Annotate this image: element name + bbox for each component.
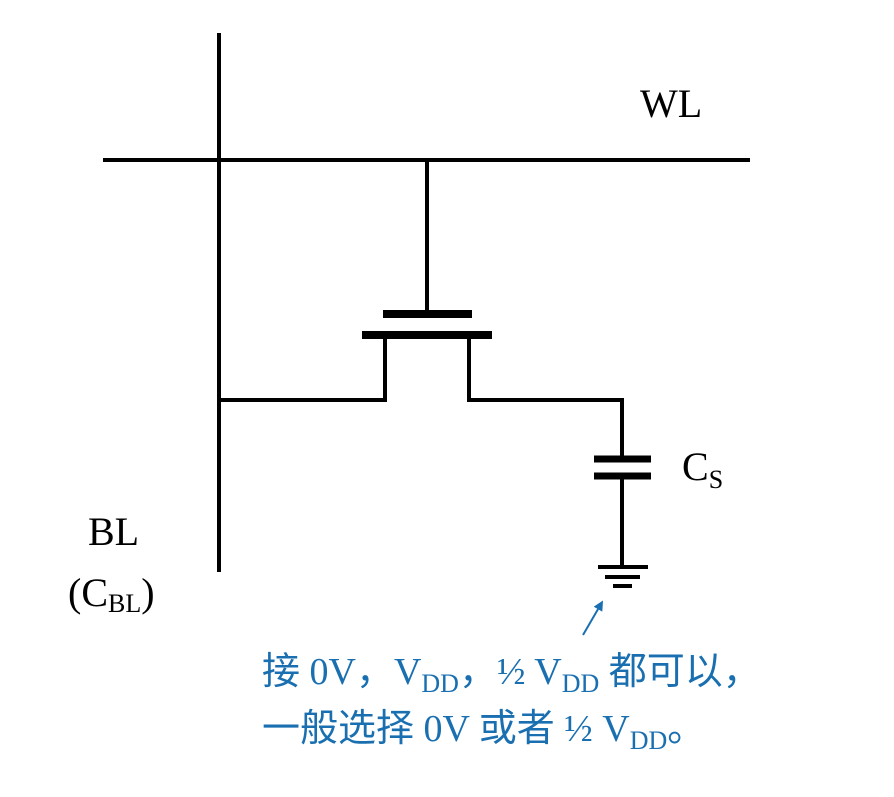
bitline-label: BL — [88, 509, 139, 554]
wordline-label: WL — [640, 81, 702, 126]
annotation-arrow — [582, 600, 604, 636]
ground-icon — [598, 565, 648, 588]
annotation-line-1: 接 0V，VDD，½ VDD 都可以， — [262, 651, 761, 698]
storage-capacitor-label: CS — [682, 444, 723, 494]
annotation-line-2: 一般选择 0V 或者 ½ VDD。 — [262, 708, 705, 755]
bitline-capacitance-label: (CBL) — [68, 570, 155, 618]
